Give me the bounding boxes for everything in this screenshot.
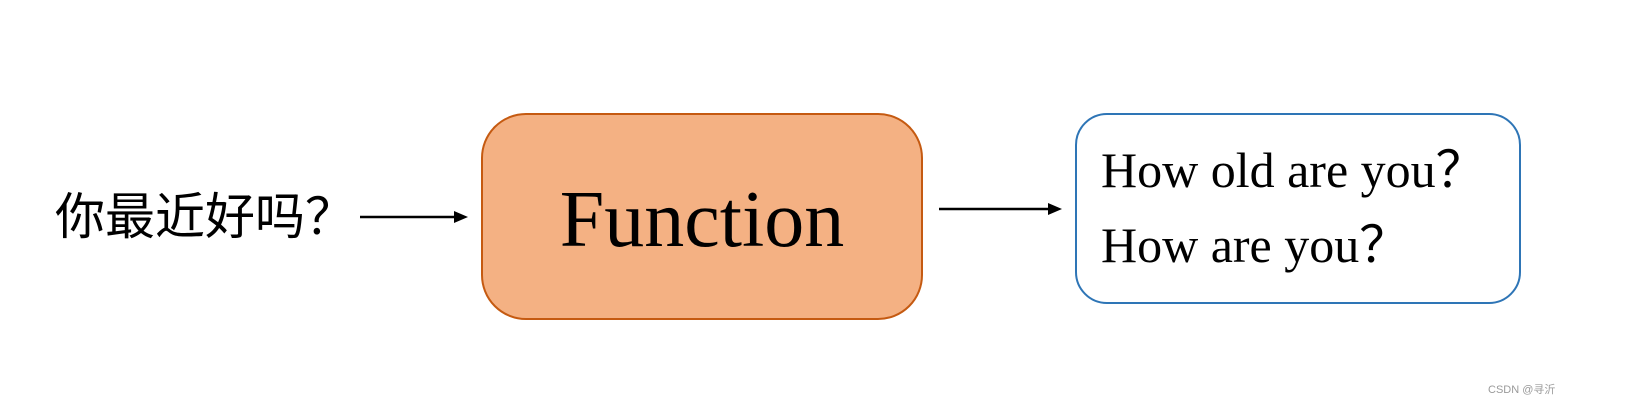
watermark: CSDN @寻沂 xyxy=(1488,384,1556,396)
output-box: How old are you？ How are you？ xyxy=(1075,113,1521,304)
arrow-function-to-output xyxy=(939,203,1062,215)
arrow-input-to-function xyxy=(360,211,468,223)
function-box: Function xyxy=(481,113,923,320)
function-label: Function xyxy=(559,175,845,264)
input-sentence: 你最近好吗？ xyxy=(55,189,355,245)
output-line-2: How are you？ xyxy=(1101,217,1410,273)
output-line-1: How old are you？ xyxy=(1101,142,1486,198)
